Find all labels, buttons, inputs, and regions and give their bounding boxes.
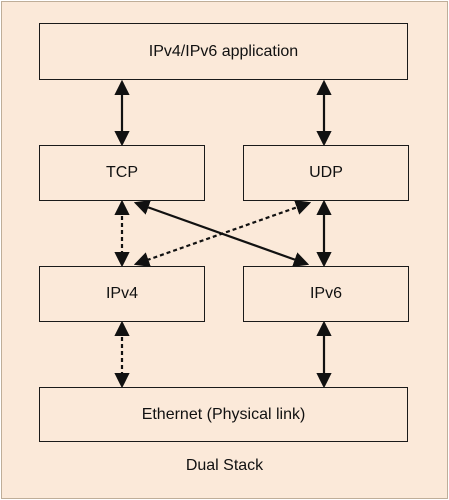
- ipv6-label: IPv6: [309, 285, 342, 302]
- udp-box: UDP: [243, 145, 409, 201]
- udp-label: UDP: [309, 164, 343, 181]
- diagram-caption: Dual Stack: [185, 457, 264, 474]
- tcp-label: TCP: [106, 164, 138, 181]
- ethernet-box: Ethernet (Physical link): [39, 387, 408, 442]
- application-label: IPv4/IPv6 application: [148, 42, 299, 60]
- ethernet-label: Ethernet (Physical link): [141, 405, 306, 423]
- ipv4-box: IPv4: [39, 266, 205, 322]
- ipv6-box: IPv6: [243, 266, 409, 322]
- application-box: IPv4/IPv6 application: [39, 23, 408, 80]
- tcp-box: TCP: [39, 145, 205, 201]
- ipv4-label: IPv4: [105, 285, 138, 302]
